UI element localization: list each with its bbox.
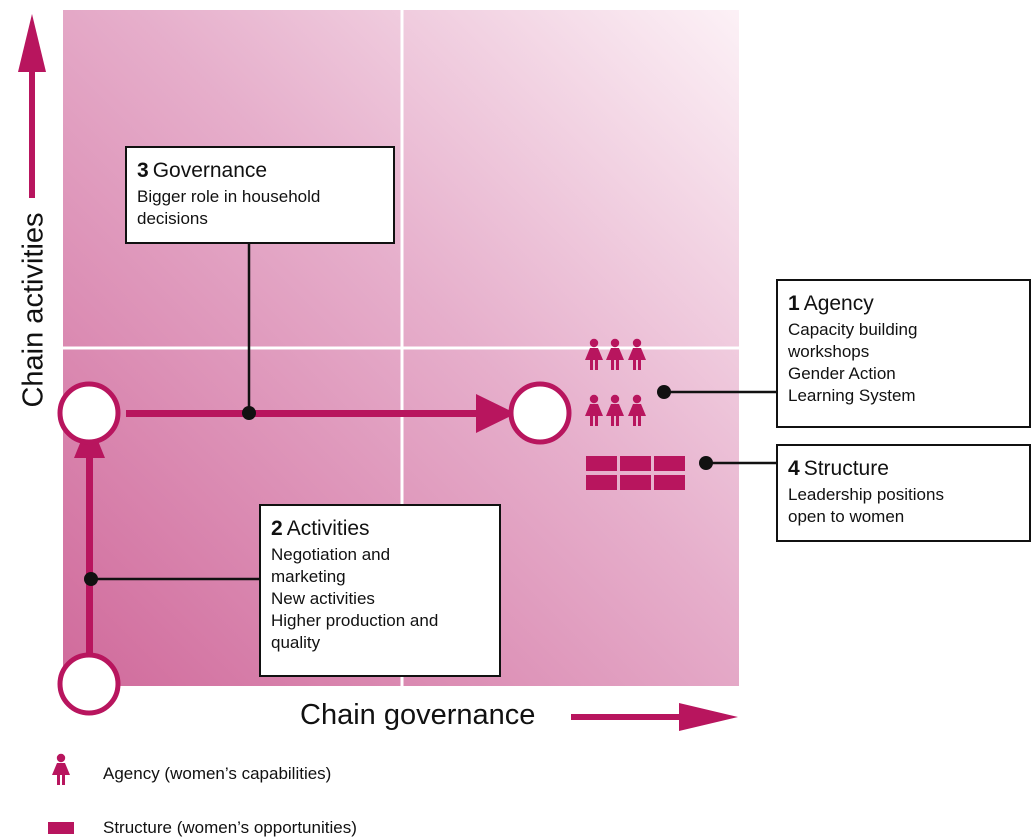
governance-number: 3 [137,159,149,182]
y-axis-arrow [18,14,46,198]
governance-line: Bigger role in household [137,187,321,206]
brick-icon [654,475,685,490]
governance-circle [508,381,572,445]
activities-line: Higher production and [271,611,439,630]
legend-structure-text: Structure (women’s opportunities) [103,818,357,837]
structure-line: Leadership positions [788,485,944,504]
agency-line: Capacity building [788,320,918,339]
activities-title: Activities [286,517,370,540]
agency-title: Agency [803,292,874,315]
activities-line: marketing [271,567,346,586]
brick-icon [620,456,651,471]
brick-icon [586,475,617,490]
agency-connector [657,385,776,399]
activities-line: quality [271,633,321,652]
brick-icon [586,456,617,471]
structure-title: Structure [803,457,889,480]
governance-line: decisions [137,209,208,228]
structure-number: 4 [788,457,800,480]
brick-icon [654,456,685,471]
agency-line: Learning System [788,386,916,405]
legend-brick-icon [48,822,74,834]
legend-agency-text: Agency (women’s capabilities) [103,764,332,783]
governance-title: Governance [152,159,268,182]
structure-brick-icon-group [586,456,685,490]
legend-woman-icon [52,753,70,785]
x-axis-label: Chain governance [300,699,536,731]
structure-line: open to women [788,507,905,526]
activities-line: Negotiation and [271,545,391,564]
activities-line: New activities [271,589,375,608]
brick-icon [620,475,651,490]
activities-number: 2 [271,517,283,540]
structure-connector [699,456,776,470]
activities-circle [57,381,121,445]
x-axis-arrow [571,703,738,731]
y-axis-label: Chain activities [17,212,50,408]
start-circle [57,652,121,716]
agency-number: 1 [788,292,800,315]
agency-line: workshops [788,342,870,361]
governance-connector [242,243,256,420]
horizontal-pathway-arrow [126,394,516,433]
activities-connector [84,572,260,586]
agency-line: Gender Action [788,364,896,383]
